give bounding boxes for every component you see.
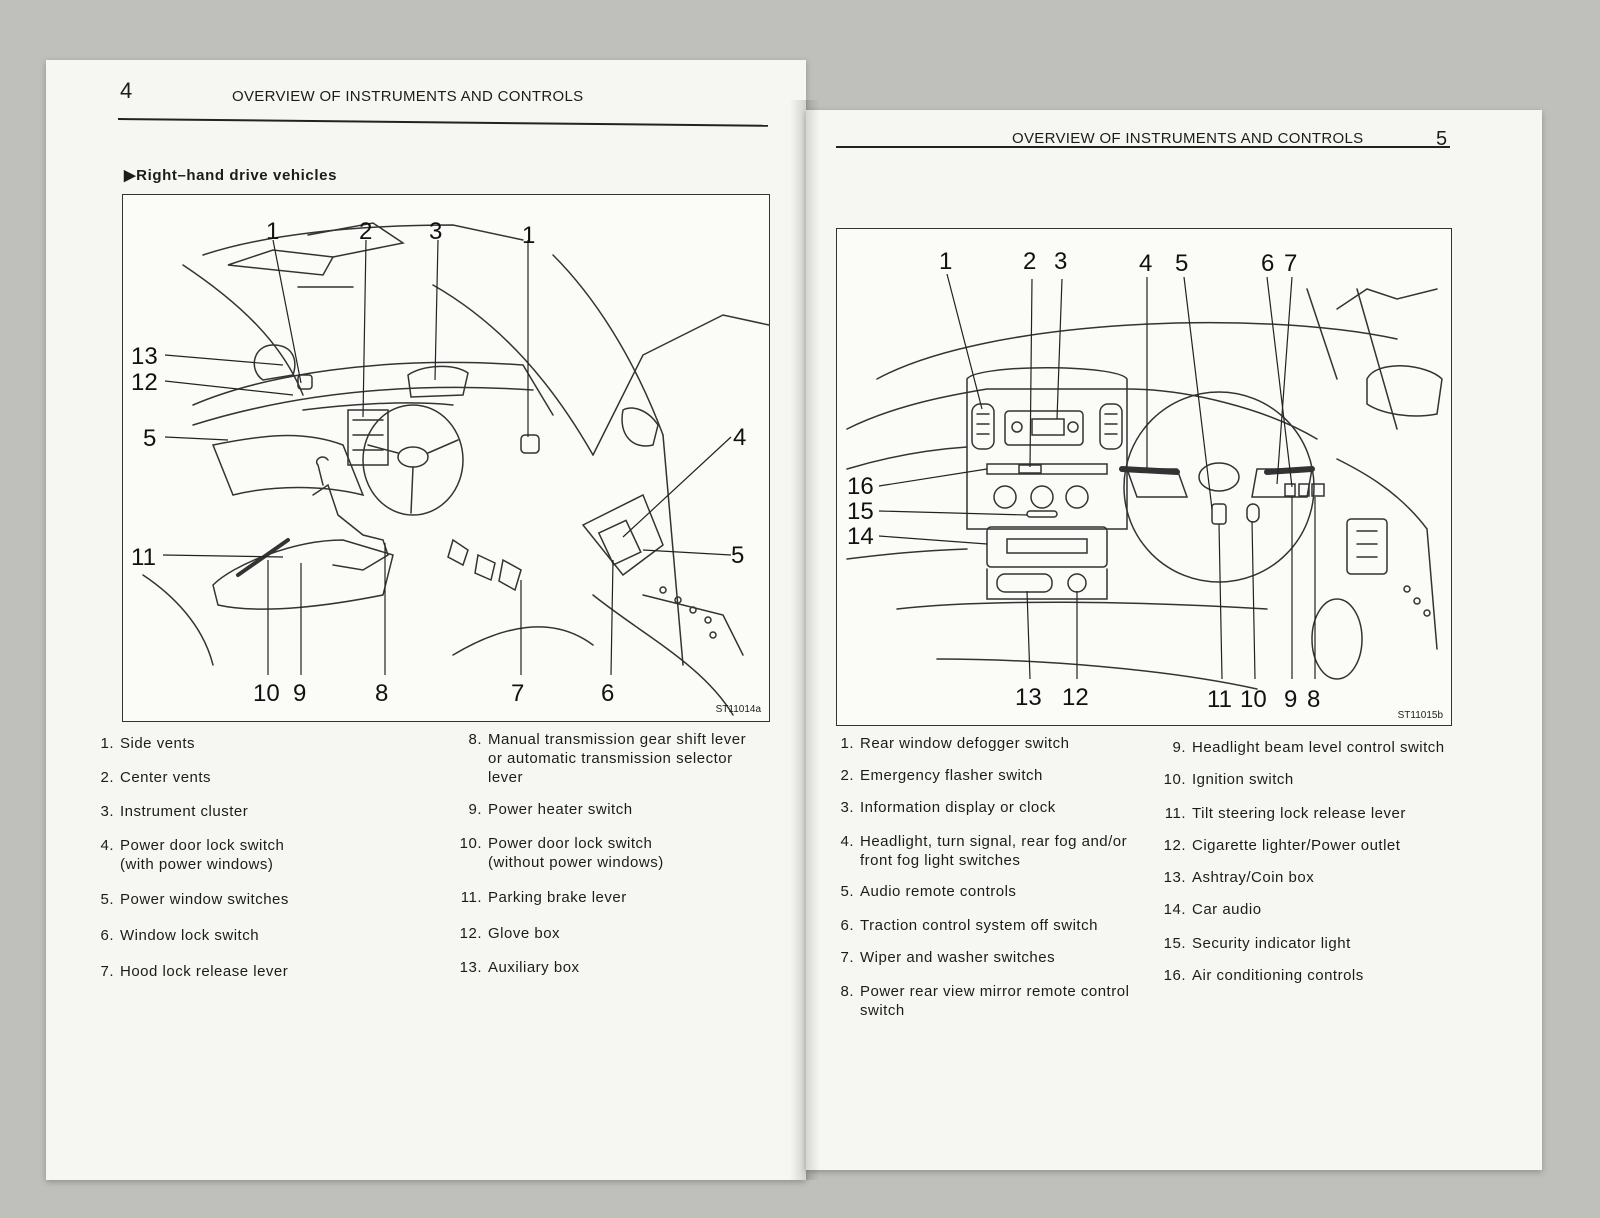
page-number: 5	[1436, 128, 1448, 150]
list-item: 15.Security indicator light	[1163, 935, 1351, 952]
callout-label: 11	[1207, 686, 1232, 713]
callout-label: 3	[1054, 248, 1067, 275]
car-interior-illustration: 1 2 3 1 13 12 5 4 11 5 10 9 8 7 6	[131, 218, 769, 716]
list-item: 11.Tilt steering lock release lever	[1164, 805, 1406, 822]
list-item: 16.Air conditioning controls	[1163, 967, 1364, 984]
list-item: 8.Power rear view mirror remote control …	[840, 983, 1130, 1019]
dashboard-illustration: 1 2 3 4 5 6 7 16 15 14 13 12 11 10 9 8	[846, 248, 1443, 713]
list-item: 4.Power door lock switch (with power win…	[100, 837, 285, 873]
callout-label: 7	[1284, 250, 1297, 277]
callout-label: 10	[1240, 686, 1267, 713]
callout-label: 3	[429, 218, 442, 245]
list-item: 3.Information display or clock	[840, 799, 1056, 816]
list-item: 10.Power door lock switch (without power…	[459, 835, 664, 871]
list-item: 7.Hood lock release lever	[100, 963, 289, 980]
list-item: 12.Cigarette lighter/Power outlet	[1163, 837, 1401, 854]
list-item: 1.Rear window defogger switch	[840, 735, 1070, 752]
legend-list-right-col1: 1.Rear window defogger switch 2.Emergenc…	[818, 734, 1158, 1034]
callout-label: 2	[1023, 248, 1036, 275]
list-item: 7.Wiper and washer switches	[840, 949, 1056, 966]
callout-label: 1	[939, 248, 952, 275]
list-item: 9.Power heater switch	[468, 801, 633, 818]
page-number: 4	[120, 78, 133, 103]
callout-label: 1	[266, 218, 279, 245]
figure-code: ST11014a	[715, 704, 761, 715]
list-item: 5.Power window switches	[100, 891, 289, 908]
list-item: 11.Parking brake lever	[460, 889, 627, 906]
list-item: 12.Glove box	[459, 925, 561, 942]
list-item: 13.Ashtray/Coin box	[1163, 869, 1315, 886]
list-item: 13.Auxiliary box	[459, 959, 580, 976]
interior-diagram-rhd: 1 2 3 1 13 12 5 4 11 5 10 9 8 7 6 ST1101…	[122, 194, 770, 722]
legend-list-right-col2: 9.Headlight beam level control switch 10…	[1150, 738, 1490, 998]
callout-label: 10	[253, 680, 280, 707]
callout-label: 9	[293, 680, 306, 707]
page-header-title: OVERVIEW OF INSTRUMENTS AND CONTROLS	[232, 88, 584, 105]
book-gutter	[790, 100, 820, 1180]
callout-label: 12	[131, 369, 158, 396]
callout-label: 8	[1307, 686, 1320, 713]
page-header-title: OVERVIEW OF INSTRUMENTS AND CONTROLS	[1012, 130, 1364, 147]
list-item: 3.Instrument cluster	[100, 803, 249, 820]
list-item: 9.Headlight beam level control switch	[1172, 739, 1445, 756]
callout-label: 5	[143, 425, 156, 452]
dashboard-diagram: 1 2 3 4 5 6 7 16 15 14 13 12 11 10 9 8 S…	[836, 228, 1452, 726]
callout-label: 7	[511, 680, 524, 707]
callout-label: 8	[375, 680, 388, 707]
list-item: 5.Audio remote controls	[840, 883, 1017, 900]
callout-label: 6	[601, 680, 614, 707]
callout-label: 11	[131, 544, 156, 571]
callout-label: 15	[847, 498, 874, 525]
list-item: 6.Traction control system off switch	[840, 917, 1098, 934]
callout-label: 16	[847, 473, 874, 500]
callout-label: 13	[1015, 684, 1042, 711]
list-item: 14.Car audio	[1163, 901, 1262, 918]
callout-label: 14	[847, 523, 874, 550]
callout-label: 12	[1062, 684, 1089, 711]
legend-list-left-col2: 8.Manual transmission gear shift lever o…	[446, 730, 786, 990]
figure-code: ST11015b	[1397, 710, 1443, 721]
list-item: 2.Center vents	[100, 769, 212, 786]
section-subheading: ▶Right–hand drive vehicles	[124, 167, 338, 184]
callout-label: 6	[1261, 250, 1274, 277]
header-rule	[836, 146, 1450, 148]
callout-label: 9	[1284, 686, 1297, 713]
legend-list-left-col1: 1.Side vents 2.Center vents 3.Instrument…	[78, 732, 418, 992]
list-item: 4.Headlight, turn signal, rear fog and/o…	[840, 833, 1128, 869]
list-item: 8.Manual transmission gear shift lever o…	[468, 731, 747, 786]
callout-label: 5	[731, 542, 744, 569]
callout-label: 4	[1139, 250, 1152, 277]
callout-label: 5	[1175, 250, 1188, 277]
list-item: 2.Emergency flasher switch	[840, 767, 1043, 784]
callout-label: 4	[733, 424, 746, 451]
callout-label: 1	[522, 222, 535, 249]
list-item: 1.Side vents	[100, 735, 196, 752]
callout-label: 13	[131, 343, 158, 370]
callout-label: 2	[359, 218, 372, 245]
list-item: 10.Ignition switch	[1163, 771, 1294, 788]
list-item: 6.Window lock switch	[100, 927, 260, 944]
